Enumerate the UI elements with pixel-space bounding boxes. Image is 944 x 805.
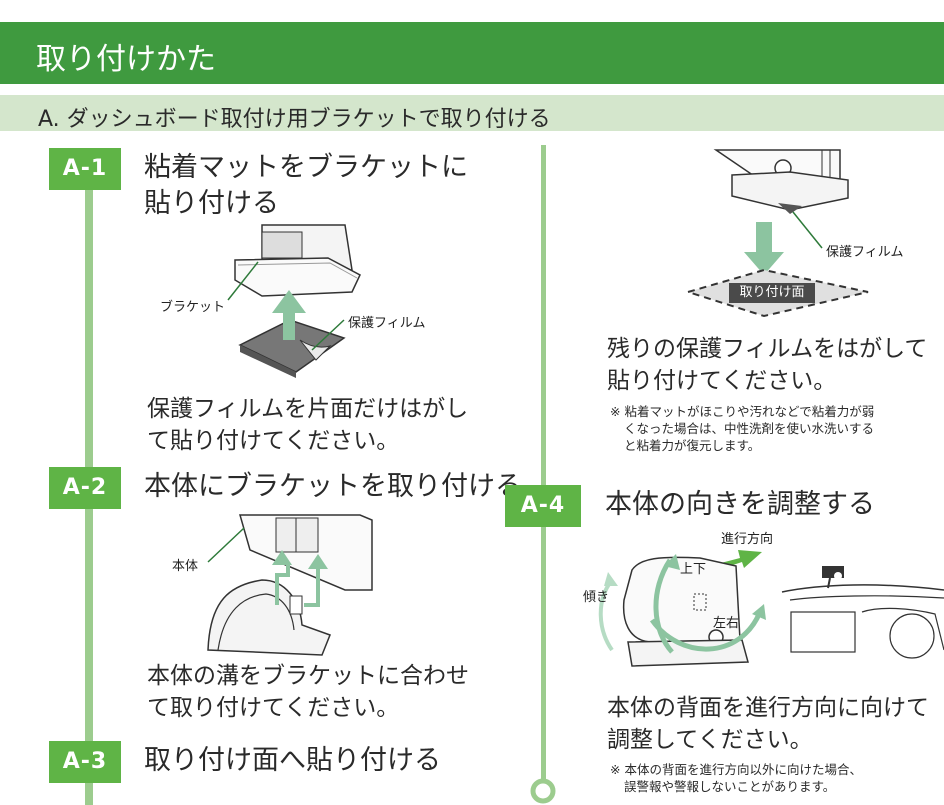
step-a4-title: 本体の向きを調整する xyxy=(605,489,875,520)
step-a4-note-line2: 誤警報や警報しないことがあります。 xyxy=(624,779,836,794)
step-a4-body-line2: 調整してください。 xyxy=(607,727,813,753)
step-badge-a4: A-4 xyxy=(505,485,581,527)
body-label: 本体 xyxy=(172,559,199,574)
film-label: 保護フィルム xyxy=(348,316,426,331)
step-a1-title-line1: 粘着マットをブラケットに xyxy=(144,152,468,183)
step-a3-note-line1: ※ 粘着マットがほこりや汚れなどで粘着力が弱 xyxy=(610,404,875,419)
step-a2-title: 本体にブラケットを取り付ける xyxy=(144,471,522,502)
step-badge-a2: A-2 xyxy=(49,467,121,509)
right-step-line xyxy=(541,145,546,785)
tilt-label: 傾き xyxy=(583,590,610,605)
step-a4-note-line1: ※ 本体の背面を進行方向以外に向けた場合、 xyxy=(610,762,862,777)
step-a3-note-line3: と粘着力が復元します。 xyxy=(624,438,761,453)
updown-label: 上下 xyxy=(680,562,707,577)
leftright-label: 左右 xyxy=(713,616,740,631)
step-a3-body-line1: 残りの保護フィルムをはがして xyxy=(607,336,928,362)
page-title: 取り付けかた xyxy=(36,42,216,77)
step-a4-body-line1: 本体の背面を進行方向に向けて xyxy=(607,695,929,721)
direction-label: 進行方向 xyxy=(721,532,774,547)
step-a1-body-line1: 保護フィルムを片面だけはがし xyxy=(147,396,469,422)
step-a1-title-line2: 貼り付ける xyxy=(144,188,279,219)
step-a3-title: 取り付け面へ貼り付ける xyxy=(144,745,441,776)
surface-label: 取り付け面 xyxy=(729,283,815,303)
bracket-label: ブラケット xyxy=(160,300,226,315)
step-badge-a1: A-1 xyxy=(49,148,121,190)
step-a1-body-line2: て貼り付けてください。 xyxy=(147,428,400,454)
step-a3-body-line2: 貼り付けてください。 xyxy=(607,368,837,394)
page-header-bar xyxy=(0,22,944,84)
film-label-2: 保護フィルム xyxy=(826,245,904,260)
section-title: A. ダッシュボード取付け用ブラケットで取り付ける xyxy=(38,107,551,132)
section-header-bar xyxy=(0,95,944,131)
step-badge-a3: A-3 xyxy=(49,741,121,783)
step-a2-body-line1: 本体の溝をブラケットに合わせ xyxy=(147,663,469,689)
step-a3-note-line2: くなった場合は、中性洗剤を使い水洗いする xyxy=(624,421,875,436)
step-a2-body-line2: て取り付けてください。 xyxy=(147,695,400,721)
